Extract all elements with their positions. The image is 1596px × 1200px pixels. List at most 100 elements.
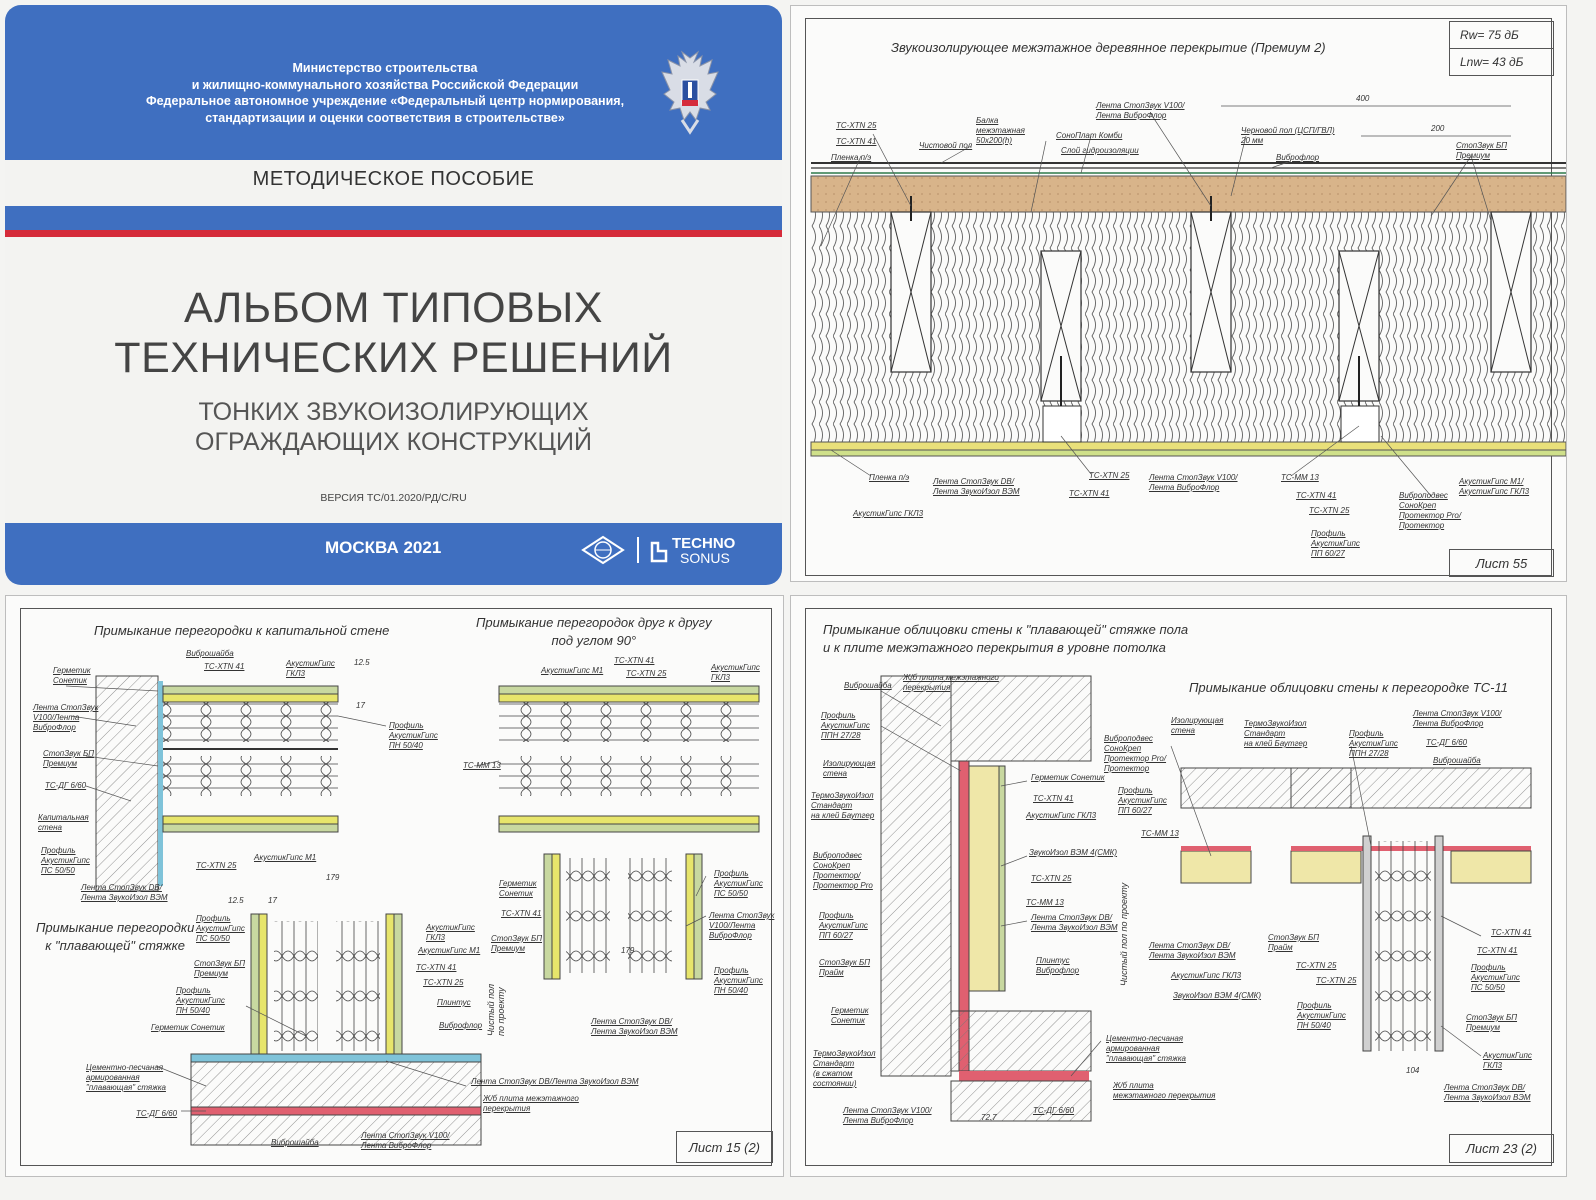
callout-label: Виброшайба (186, 649, 234, 658)
callout-label: TC-XTN 41 (1069, 489, 1110, 498)
partition-junction-drawings (65, 675, 760, 1146)
flag-stripe-red (5, 230, 782, 237)
callout-label: Лента СтопЗвук DB/Лента ЗвукоИзол ВЭМ (471, 1077, 639, 1086)
callout-label: Виброшайба (844, 681, 892, 690)
callout-label: Профиль АкустикГипс ППН 27/28 (1349, 729, 1398, 758)
callout-label: СтопЗвук БП Премиум (1456, 141, 1508, 160)
callout-label: Виброшайба (1433, 756, 1481, 765)
callout-label: Чистовой пол (919, 141, 973, 150)
brand-sonus: SONUS (680, 550, 730, 566)
callout-label: TC-XTN 25 (1031, 874, 1072, 883)
callout-label: Плинтус (437, 998, 471, 1007)
flag-stripe-blue (5, 206, 782, 230)
callout-label: Виброфлор (439, 1021, 483, 1030)
callout-label: АкустикГипс ГКЛ3 (711, 663, 760, 682)
document-type: МЕТОДИЧЕСКОЕ ПОСОБИЕ (252, 168, 535, 190)
callout-label: АкустикГипс ГКЛ3 (286, 659, 335, 678)
callout-label: СтопЗвук БП Премиум (43, 749, 95, 768)
drawing-sheet-15: Примыкание перегородки к капитальной сте… (5, 595, 784, 1177)
detail-title-wall-junction: Примыкание перегородки к капитальной сте… (94, 623, 390, 638)
callout-label: TC-XTN 41 (501, 909, 542, 918)
callout-label: Профиль АкустикГипс ПС 50/50 (1471, 963, 1520, 992)
detail-title-floating-screed-lining: Примыкание облицовки стены к "плавающей"… (823, 622, 1189, 655)
acoustic-ratings-box: Rw= 75 дБ Lnw= 43 дБ (1449, 21, 1554, 76)
callout-label: Герметик Сонетик (499, 879, 537, 898)
version-text: ВЕРСИЯ ТС/01.2020/РД/С/RU (320, 492, 467, 504)
callout-label: ЗвукоИзол ВЭМ 4(СМК) (1173, 991, 1262, 1000)
callout-label: Капитальная стена (38, 813, 89, 832)
callout-label: Плинтус Виброфлор (1036, 956, 1080, 975)
callout-label: Лента СтопЗвук V100/Лента ВиброФлор (33, 703, 99, 732)
callout-label: Лента СтопЗвук V100/ Лента ВиброФлор (1149, 473, 1238, 492)
album-subtitle: ТОНКИХ ЗВУКОИЗОЛИРУЮЩИХ ОГРАЖДАЮЩИХ КОНС… (5, 397, 782, 457)
subtitle-line-2: ОГРАЖДАЮЩИХ КОНСТРУКЦИЙ (195, 428, 592, 456)
callout-label: TC-XTN 25 (626, 669, 667, 678)
callout-label: АкустикГипс М1/ АкустикГипс ГКЛ3 (1459, 477, 1530, 496)
callout-label: СтопЗвук БП Премиум (1466, 1013, 1518, 1032)
callout-label: Лента СтопЗвук DB/ Лента ЗвукоИзол ВЭМ (1149, 941, 1236, 960)
wall-lining-junction-drawings (880, 675, 1532, 1122)
dimension-label: 400 (1356, 94, 1370, 103)
emblem-eagle-icon (661, 50, 719, 135)
callout-label: Слой гидроизоляции (1061, 146, 1139, 155)
callout-label: АкустикГипс М1 (541, 666, 604, 675)
dimension-label: 200 (1431, 124, 1445, 133)
callout-label: Профиль АкустикГипс ПП 60/27 (1118, 786, 1167, 815)
callout-label: Профиль АкустикГипс ПН 50/40 (714, 966, 763, 995)
callout-label: Ж/б плита межэтажного перекрытия (483, 1094, 579, 1113)
drawing-sheet-55: Звукоизолирующее межэтажное деревянное п… (790, 5, 1567, 582)
callout-label: TC-MM 13 (1026, 898, 1064, 907)
dimension-label: 179 (621, 946, 635, 955)
dimension-label: 12.5 (354, 658, 370, 667)
callout-label: TC-XTN 41 (836, 137, 877, 146)
callout-label: Цементно-песчаная армированная "плавающа… (86, 1063, 166, 1092)
lnw-value: Lnw= 43 дБ (1450, 48, 1553, 75)
rw-value: Rw= 75 дБ (1460, 28, 1519, 42)
callout-label: Виброподвес СоноКреп Протектор Pro/ Прот… (1399, 491, 1462, 530)
callout-label: Черновой пол (ЦСП/ГВЛ) 20 мм (1241, 126, 1335, 145)
callout-label: СтопЗвук БП Премиум (194, 959, 246, 978)
callout-label: TC-XTN 41 (1033, 794, 1074, 803)
cover-header-band (5, 5, 782, 160)
sheet-frame (805, 608, 1552, 1166)
callout-label: Лента СтопЗвук V100/ Лента ВиброФлор (361, 1131, 450, 1150)
callout-label: Виброподвес СоноКреп Протектор/ Протекто… (813, 851, 873, 890)
callout-label: TC-XTN 25 (1316, 976, 1357, 985)
callout-label: TC-XTN 25 (196, 861, 237, 870)
callout-label: ТермоЗвукоИзол Стандарт на клей Баутгер (811, 791, 875, 820)
callout-label: ТермоЗвукоИзол Стандарт на клей Баутгер (1244, 719, 1308, 748)
callout-label: АкустикГипс ГКЛ3 (853, 509, 924, 518)
callout-label: TC-MM 13 (1141, 829, 1179, 838)
callout-label: Виброшайба (271, 1138, 319, 1147)
sheet-title: Звукоизолирующее межэтажное деревянное п… (891, 40, 1326, 55)
callout-label: TC-XTN 25 (1296, 961, 1337, 970)
callout-label: АкустикГипс ГКЛ3 (1483, 1051, 1532, 1070)
callout-label: Профиль АкустикГипс ПП 60/27 (819, 911, 868, 940)
drawing-sheet-23: Примыкание облицовки стены к "плавающей"… (790, 595, 1567, 1177)
dimension-label: 17 (356, 701, 365, 710)
callout-label: Лента СтопЗвук V100/ Лента ВиброФлор (843, 1106, 932, 1125)
callout-label: АкустикГипс ГКЛ3 (1171, 971, 1242, 980)
callout-label: СоноПлат Комби (1056, 131, 1123, 140)
callout-label: TC-ДГ 6/60 (1033, 1106, 1075, 1115)
callout-label: Профиль АкустикГипс ПС 50/50 (714, 869, 763, 898)
floor-level-note: Чистый пол по проекту (486, 983, 506, 1036)
callout-label: TC-ДГ 6/60 (45, 781, 87, 790)
sheet-number: Лист 55 (1449, 549, 1554, 577)
dimension-label: 17 (268, 896, 277, 905)
callout-label: Герметик Сонетик (1031, 773, 1105, 782)
callout-label: Лента СтопЗвук V100/Лента ВиброФлор (709, 911, 775, 940)
callout-label: TC-ДГ 6/60 (136, 1109, 178, 1118)
callout-label: TC-XTN 25 (836, 121, 877, 130)
callout-label: Лента СтопЗвук DB/ Лента ЗвукоИзол ВЭМ (1444, 1083, 1531, 1102)
callout-label: TC-XTN 25 (1089, 471, 1130, 480)
technosonus-logo: TECHNO SONUS (650, 535, 740, 567)
callout-label: Герметик Сонетик (831, 1006, 869, 1025)
callout-label: ЗвукоИзол ВЭМ 4(СМК) (1029, 848, 1118, 857)
callout-label: TC-XTN 41 (1296, 491, 1337, 500)
detail-title-partition-lining: Примыкание облицовки стены к перегородке… (1189, 680, 1508, 695)
technosonus-mark-icon (650, 541, 668, 563)
callout-label: Профиль АкустикГипс ПН 50/40 (389, 721, 438, 750)
callout-label: Ж/б плита межэтажного перекрытия (1113, 1081, 1216, 1100)
callout-label: TC-MM 13 (463, 761, 501, 770)
